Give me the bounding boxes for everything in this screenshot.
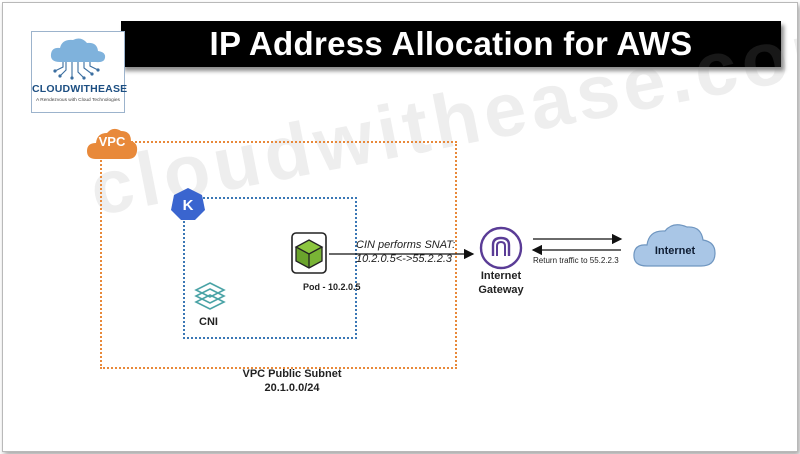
cni-label: CNI	[199, 316, 218, 328]
vpc-label: VPC	[98, 134, 126, 149]
return-traffic-label: Return traffic to 55.2.2.3	[533, 256, 619, 265]
internet-gateway-icon	[479, 226, 523, 270]
pod-label: Pod - 10.2.0.5	[303, 282, 361, 292]
snat-line-1: CIN performs SNAT:	[356, 239, 456, 251]
logo-cloud-icon	[50, 38, 106, 80]
subnet-name: VPC Public Subnet	[242, 368, 342, 380]
logo-tagline: A Rendezvous with Cloud Technologies	[36, 98, 120, 103]
brand-logo: CLOUDWITHEASE A Rendezvous with Cloud Te…	[31, 31, 128, 113]
internet-label: Internet	[654, 245, 696, 257]
vpc-cloud-icon	[87, 128, 138, 159]
gateway-label-line-2: Gateway	[478, 284, 524, 296]
snat-annotation: CIN performs SNAT: 10.2.0.5<->55.2.2.3	[356, 239, 455, 266]
gateway-label: Internet Gateway	[469, 269, 533, 297]
gateway-label-line-1: Internet	[480, 270, 522, 282]
pod-cube-icon	[291, 232, 327, 274]
page-title: IP Address Allocation for AWS	[121, 21, 781, 67]
logo-name: CLOUDWITHEASE	[32, 83, 128, 95]
cni-icon	[194, 282, 226, 310]
vpc-boundary	[100, 141, 457, 369]
snat-line-2: 10.2.0.5<->55.2.2.3	[356, 252, 453, 265]
subnet-boundary	[183, 197, 357, 339]
vpc-badge: VPC	[85, 125, 139, 163]
subnet-caption: VPC Public Subnet 20.1.0.0/24	[225, 367, 359, 395]
internet-cloud-icon	[633, 224, 716, 267]
subnet-cidr: 20.1.0.0/24	[264, 382, 320, 394]
traffic-arrows	[329, 233, 623, 260]
svg-text:K: K	[183, 197, 194, 214]
kubernetes-icon: K	[171, 188, 205, 220]
